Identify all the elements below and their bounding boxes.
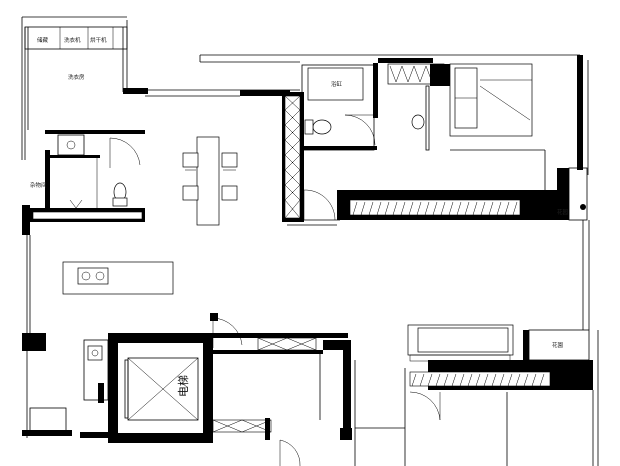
kitchen-island	[62, 261, 174, 295]
wardrobe-band-lower	[404, 330, 599, 466]
garden-label-upper: 花园	[557, 208, 569, 216]
elevator-label: 电梯	[177, 375, 190, 397]
hatched-wall-left	[30, 208, 145, 222]
dryer-label: 烘干机	[90, 36, 107, 44]
utility-room-label: 杂物间	[30, 181, 47, 189]
central-bathroom: 浴缸	[301, 63, 378, 151]
washer-label: 洗衣机	[64, 36, 81, 44]
storage-label: 储藏	[37, 36, 49, 44]
dining-table-set	[182, 136, 238, 226]
left-bathroom	[45, 130, 145, 210]
living-sofa	[407, 324, 590, 362]
wardrobe-band-upper	[337, 167, 588, 221]
bathtub-label: 浴缸	[331, 80, 343, 88]
elevator-core	[108, 333, 213, 443]
laundry-block	[21, 16, 148, 160]
lobby	[210, 313, 405, 466]
hatched-column	[282, 92, 304, 222]
lower-left-bath	[80, 339, 110, 438]
laundry-room-label: 洗衣房	[68, 73, 85, 81]
garden-label-lower: 花園	[552, 341, 564, 349]
bedroom-top	[378, 55, 589, 190]
